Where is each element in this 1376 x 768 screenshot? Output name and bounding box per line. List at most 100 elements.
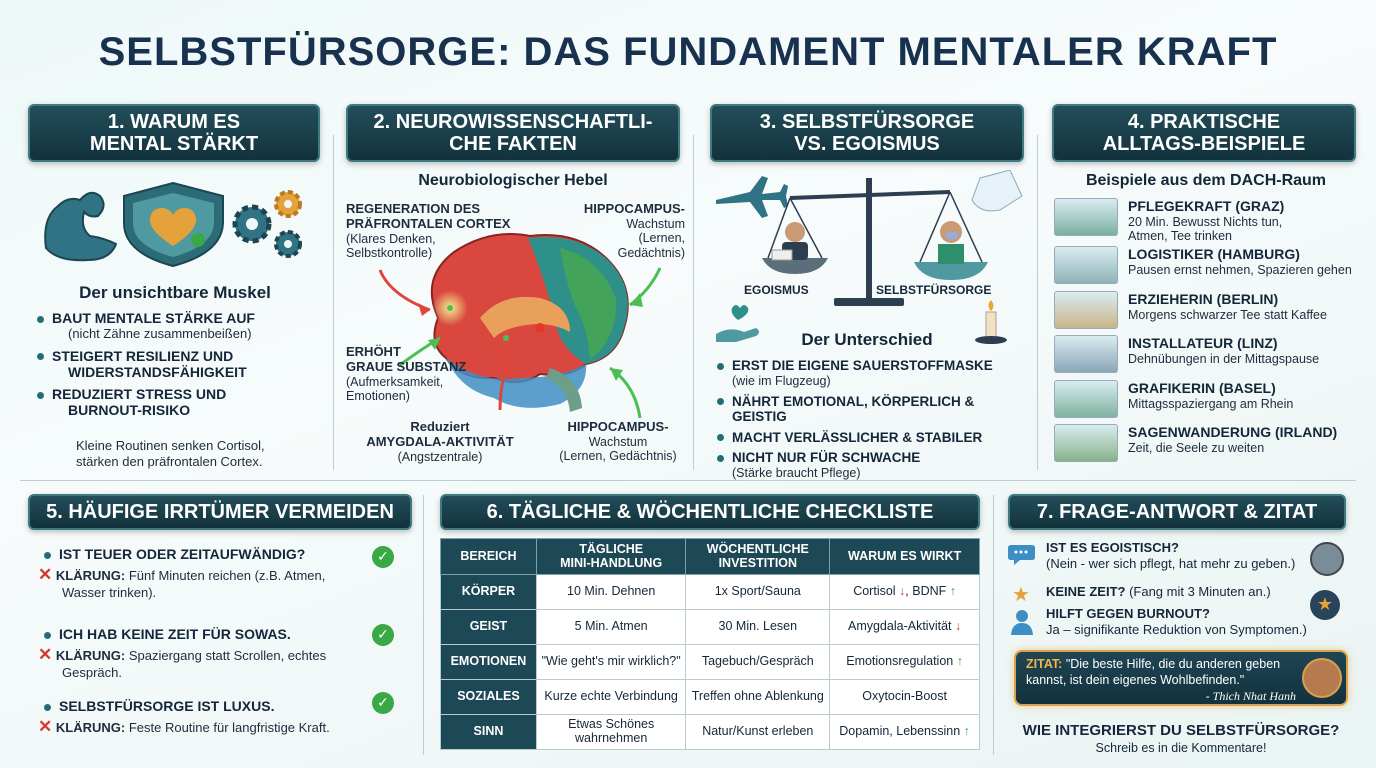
table-cell: EMOTIONEN bbox=[440, 644, 537, 680]
example-item: PFLEGEKRAFT (GRAZ)20 Min. Bewusst Nichts… bbox=[1054, 198, 1364, 243]
example-image bbox=[1054, 291, 1118, 329]
star-icon: ★ bbox=[1012, 582, 1030, 606]
table-row: EMOTIONEN"Wie geht's mir wirklich?"Tageb… bbox=[440, 644, 980, 680]
check-icon: ✓ bbox=[372, 624, 394, 646]
divider bbox=[423, 495, 424, 755]
qa-item: KEINE ZEIT? (Fang mit 3 Minuten an.) bbox=[1046, 584, 1271, 599]
shield-heart-icon bbox=[123, 181, 224, 268]
hand-heart-icon bbox=[716, 305, 759, 342]
section-1-bullets: BAUT MENTALE STÄRKE AUF (nicht Zähne zus… bbox=[37, 310, 322, 418]
calm-person-icon bbox=[938, 221, 964, 264]
scale-label-egoismus: EGOISMUS bbox=[744, 283, 809, 297]
brain-illustration bbox=[430, 233, 629, 412]
table-cell: Cortisol ↓, BDNF ↑ bbox=[829, 574, 980, 610]
oxygen-mask-icon bbox=[971, 170, 1023, 212]
example-item: SAGENWANDERUNG (IRLAND)Zeit, die Seele z… bbox=[1054, 424, 1364, 464]
example-text: Dehnübungen in der Mittagspause bbox=[1128, 352, 1320, 366]
list-item: IST TEUER ODER ZEITAUFWÄNDIG? ✓ ✕ KLÄRUN… bbox=[38, 546, 418, 626]
example-title: LOGISTIKER (HAMBURG) bbox=[1128, 246, 1300, 262]
cta-heading: WIE INTEGRIERST DU SELBSTFÜRSORGE? bbox=[1022, 722, 1340, 739]
table-header: BEREICH bbox=[440, 538, 537, 575]
flexed-arm-icon bbox=[44, 191, 118, 262]
table-cell: 1x Sport/Sauna bbox=[685, 574, 831, 610]
table-cell: Amygdala-Aktivität ↓ bbox=[829, 609, 980, 645]
gears-icon bbox=[232, 190, 302, 258]
divider bbox=[1037, 135, 1038, 470]
table-cell: 5 Min. Atmen bbox=[535, 609, 687, 645]
airplane-icon bbox=[716, 176, 788, 218]
section-3-bullets: ERST DIE EIGENE SAUERSTOFFMASKE (wie im … bbox=[717, 358, 1032, 481]
example-item: GRAFIKERIN (BASEL)Mittagsspaziergang am … bbox=[1054, 380, 1364, 420]
section-3-icons bbox=[716, 300, 1007, 344]
table-cell: GEIST bbox=[440, 609, 537, 645]
table-cell: Dopamin, Lebenssinn ↑ bbox=[829, 714, 980, 750]
example-item: LOGISTIKER (HAMBURG)Pausen ernst nehmen,… bbox=[1054, 246, 1364, 286]
example-text: Pausen ernst nehmen, Spazieren gehen bbox=[1128, 263, 1352, 277]
divider bbox=[333, 135, 334, 470]
section-1-illustration bbox=[44, 181, 302, 268]
divider bbox=[693, 135, 694, 470]
speech-bubble-icon bbox=[1008, 542, 1038, 565]
section-2-heading: Neurobiologischer Hebel bbox=[418, 172, 608, 189]
list-item: BAUT MENTALE STÄRKE AUF (nicht Zähne zus… bbox=[37, 310, 322, 342]
example-text: Mittagsspaziergang am Rhein bbox=[1128, 397, 1294, 411]
avatar bbox=[1310, 542, 1344, 576]
cta-sub: Schreib es in die Kommentare! bbox=[1095, 741, 1267, 755]
scale-illustration bbox=[716, 170, 1023, 306]
page-title: SELBSTFÜRSORGE: DAS FUNDAMENT MENTALER K… bbox=[98, 30, 1278, 74]
example-image bbox=[1054, 380, 1118, 418]
table-cell: Kurze echte Verbindung bbox=[535, 679, 687, 715]
example-text: Zeit, die Seele zu weiten bbox=[1128, 441, 1265, 455]
list-item: MACHT VERLÄSSLICHER & STABILER bbox=[717, 430, 1032, 446]
table-cell: "Wie geht's mir wirklich?" bbox=[535, 644, 687, 680]
table-cell: Oxytocin-Boost bbox=[829, 679, 980, 715]
cross-icon: ✕ bbox=[38, 565, 53, 585]
qa-item: HILFT GEGEN BURNOUT?Ja – signifikante Re… bbox=[1046, 606, 1307, 637]
table-header: WARUM ES WIRKT bbox=[829, 538, 980, 575]
example-title: ERZIEHERIN (BERLIN) bbox=[1128, 291, 1279, 307]
section-5-banner: 5. HÄUFIGE IRRTÜMER VERMEIDEN bbox=[28, 494, 412, 530]
table-cell: Natur/Kunst erleben bbox=[685, 714, 831, 750]
label-hippocampus-top: HIPPOCAMPUS-Wachstum(Lernen,Gedächtnis) bbox=[583, 201, 685, 260]
example-image bbox=[1054, 424, 1118, 462]
section-1-heading: Der unsichtbare Muskel bbox=[79, 283, 271, 302]
list-item: ICH HAB KEINE ZEIT FÜR SOWAS. ✓ ✕ KLÄRUN… bbox=[38, 624, 418, 698]
section-5-list: IST TEUER ODER ZEITAUFWÄNDIG? ✓ ✕ KLÄRUN… bbox=[38, 546, 418, 737]
cross-icon: ✕ bbox=[38, 717, 53, 737]
label-hippocampus-bottom: HIPPOCAMPUS-Wachstum(Lernen, Gedächtnis) bbox=[559, 419, 677, 464]
example-image bbox=[1054, 198, 1118, 236]
example-image bbox=[1054, 335, 1118, 373]
example-text: 20 Min. Bewusst Nichts tun,Atmen, Tee tr… bbox=[1128, 215, 1283, 244]
section-1-note: Kleine Routinen senken Cortisol,stärken … bbox=[76, 438, 265, 469]
list-item: SELBSTFÜRSORGE IST LUXUS. ✓ ✕ KLÄRUNG: F… bbox=[38, 692, 418, 737]
example-image bbox=[1054, 246, 1118, 284]
qa-item: IST ES EGOISTISCH?(Nein - wer sich pfleg… bbox=[1046, 540, 1296, 571]
brain-arrows bbox=[378, 267, 662, 419]
quote-box: ZITAT: "Die beste Hilfe, die du anderen … bbox=[1014, 650, 1348, 706]
section-2-banner: 2. NEUROWISSENSCHAFTLI-CHE FAKTEN bbox=[346, 104, 680, 162]
list-item: STEIGERT RESILIENZ UND WIDERSTANDSFÄHIGK… bbox=[37, 348, 322, 380]
list-item: NÄHRT EMOTIONAL, KÖRPERLICH & GEISTIG bbox=[717, 394, 1032, 425]
qa-list: IST ES EGOISTISCH?(Nein - wer sich pfleg… bbox=[1008, 540, 1353, 642]
example-item: ERZIEHERIN (BERLIN)Morgens schwarzer Tee… bbox=[1054, 291, 1364, 331]
example-title: INSTALLATEUR (LINZ) bbox=[1128, 335, 1278, 351]
table-cell: SINN bbox=[440, 714, 537, 750]
section-7-banner: 7. FRAGE-ANTWORT & ZITAT bbox=[1008, 494, 1346, 530]
person-icon bbox=[1010, 608, 1034, 636]
list-item: REDUZIERT STRESS UND BURNOUT-RISIKO bbox=[37, 386, 322, 418]
check-icon: ✓ bbox=[372, 692, 394, 714]
candle-icon bbox=[975, 300, 1007, 344]
example-item: INSTALLATEUR (LINZ)Dehnübungen in der Mi… bbox=[1054, 335, 1364, 375]
check-icon: ✓ bbox=[372, 546, 394, 568]
table-cell: 30 Min. Lesen bbox=[685, 609, 831, 645]
